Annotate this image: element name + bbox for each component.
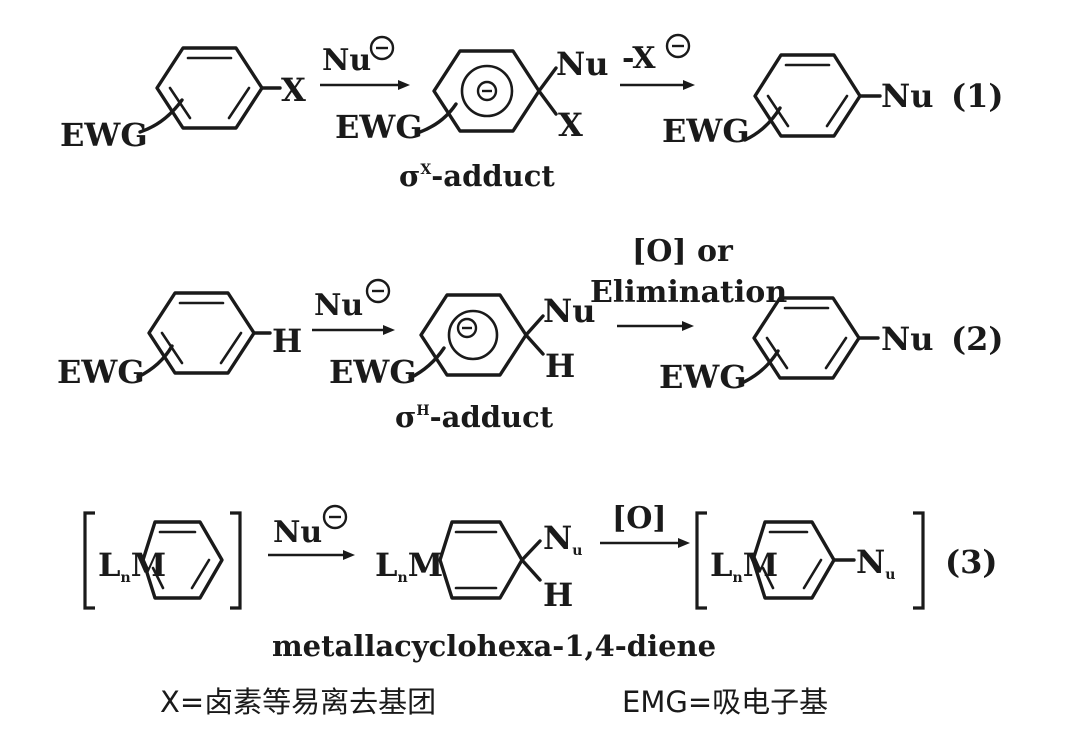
oxidant-or-label: [O] or [632, 234, 734, 269]
reaction-3: LnM Nu LnM Nu H metallacyclohexa-1,4-die… [83, 501, 998, 663]
ewg-label: EWG [335, 108, 423, 146]
legend: X=卤素等易离去基团 EMG=吸电子基 [160, 685, 828, 719]
reactant-2-benzene: H EWG [57, 291, 302, 391]
hydrogen-label: H [272, 322, 302, 360]
legend-x-definition: X=卤素等易离去基团 [160, 685, 436, 719]
hydrogen-label: H [543, 576, 573, 614]
arrow-add-nucleophile-2: Nu [312, 278, 395, 335]
nucleophile-label: Nu [881, 320, 934, 358]
arrow-add-nucleophile-1: Nu [320, 35, 410, 90]
sigma-x-adduct-caption: σX-adduct [399, 159, 555, 193]
legend-emg-definition: EMG=吸电子基 [622, 685, 828, 719]
leaving-x-label: -X [622, 41, 656, 76]
oxidant-label: [O] [612, 501, 667, 536]
nucleophile-label: Nu [322, 43, 371, 78]
metal-ligand-label: LnM [710, 546, 778, 586]
ewg-label: EWG [662, 112, 750, 150]
metallacyclohexadiene: LnM Nu H metallacyclohexa-1,4-diene [272, 519, 716, 663]
metallacycle-reactant: LnM [83, 511, 242, 610]
sigma-h-adduct: Nu H EWG σH-adduct [329, 292, 596, 434]
reaction-1: X EWG Nu Nu X EWG σX-adduct [60, 33, 1004, 193]
metallacycle-product: LnM Nu (3) [695, 511, 998, 610]
arrow-eliminate-x: -X [620, 33, 695, 90]
sigma-h-adduct-caption: σH-adduct [395, 400, 554, 434]
leaving-group-x: X [558, 106, 583, 144]
sigma-x-adduct: Nu X EWG σX-adduct [335, 45, 609, 193]
arrow-add-nucleophile-3: Nu [268, 504, 355, 560]
product-2-benzene: Nu EWG (2) [659, 296, 1004, 396]
equation-number-1: (1) [951, 77, 1004, 115]
metal-ligand-label: LnM [375, 546, 443, 586]
arrow-oxidation: [O] [600, 501, 690, 548]
nucleophile-label: Nu [556, 45, 609, 83]
nucleophile-label: Nu [314, 288, 363, 323]
nucleophile-label: Nu [273, 515, 322, 550]
hydrogen-label: H [545, 347, 575, 385]
ewg-label: EWG [659, 358, 747, 396]
metal-ligand-label: LnM [98, 546, 166, 586]
elimination-label: Elimination [590, 275, 787, 310]
nucleophile-label: Nu [543, 292, 596, 330]
leaving-group-x: X [281, 71, 306, 109]
arrow-oxidation-or-elimination: [O] or Elimination [590, 234, 787, 331]
metallacyclohexadiene-caption: metallacyclohexa-1,4-diene [272, 629, 716, 663]
nucleophile-label: Nu [881, 77, 934, 115]
reactant-1-benzene: X EWG [60, 46, 306, 154]
nucleophile-label: Nu [543, 519, 582, 559]
ewg-label: EWG [57, 353, 145, 391]
ewg-label: EWG [60, 116, 148, 154]
equation-number-3: (3) [945, 543, 998, 581]
nucleophile-label: Nu [856, 543, 895, 583]
product-1-benzene: Nu EWG (1) [662, 53, 1004, 150]
ewg-label: EWG [329, 353, 417, 391]
reaction-2: H EWG Nu Nu H EWG σH-adduct [O] or [57, 234, 1004, 434]
equation-number-2: (2) [951, 320, 1004, 358]
